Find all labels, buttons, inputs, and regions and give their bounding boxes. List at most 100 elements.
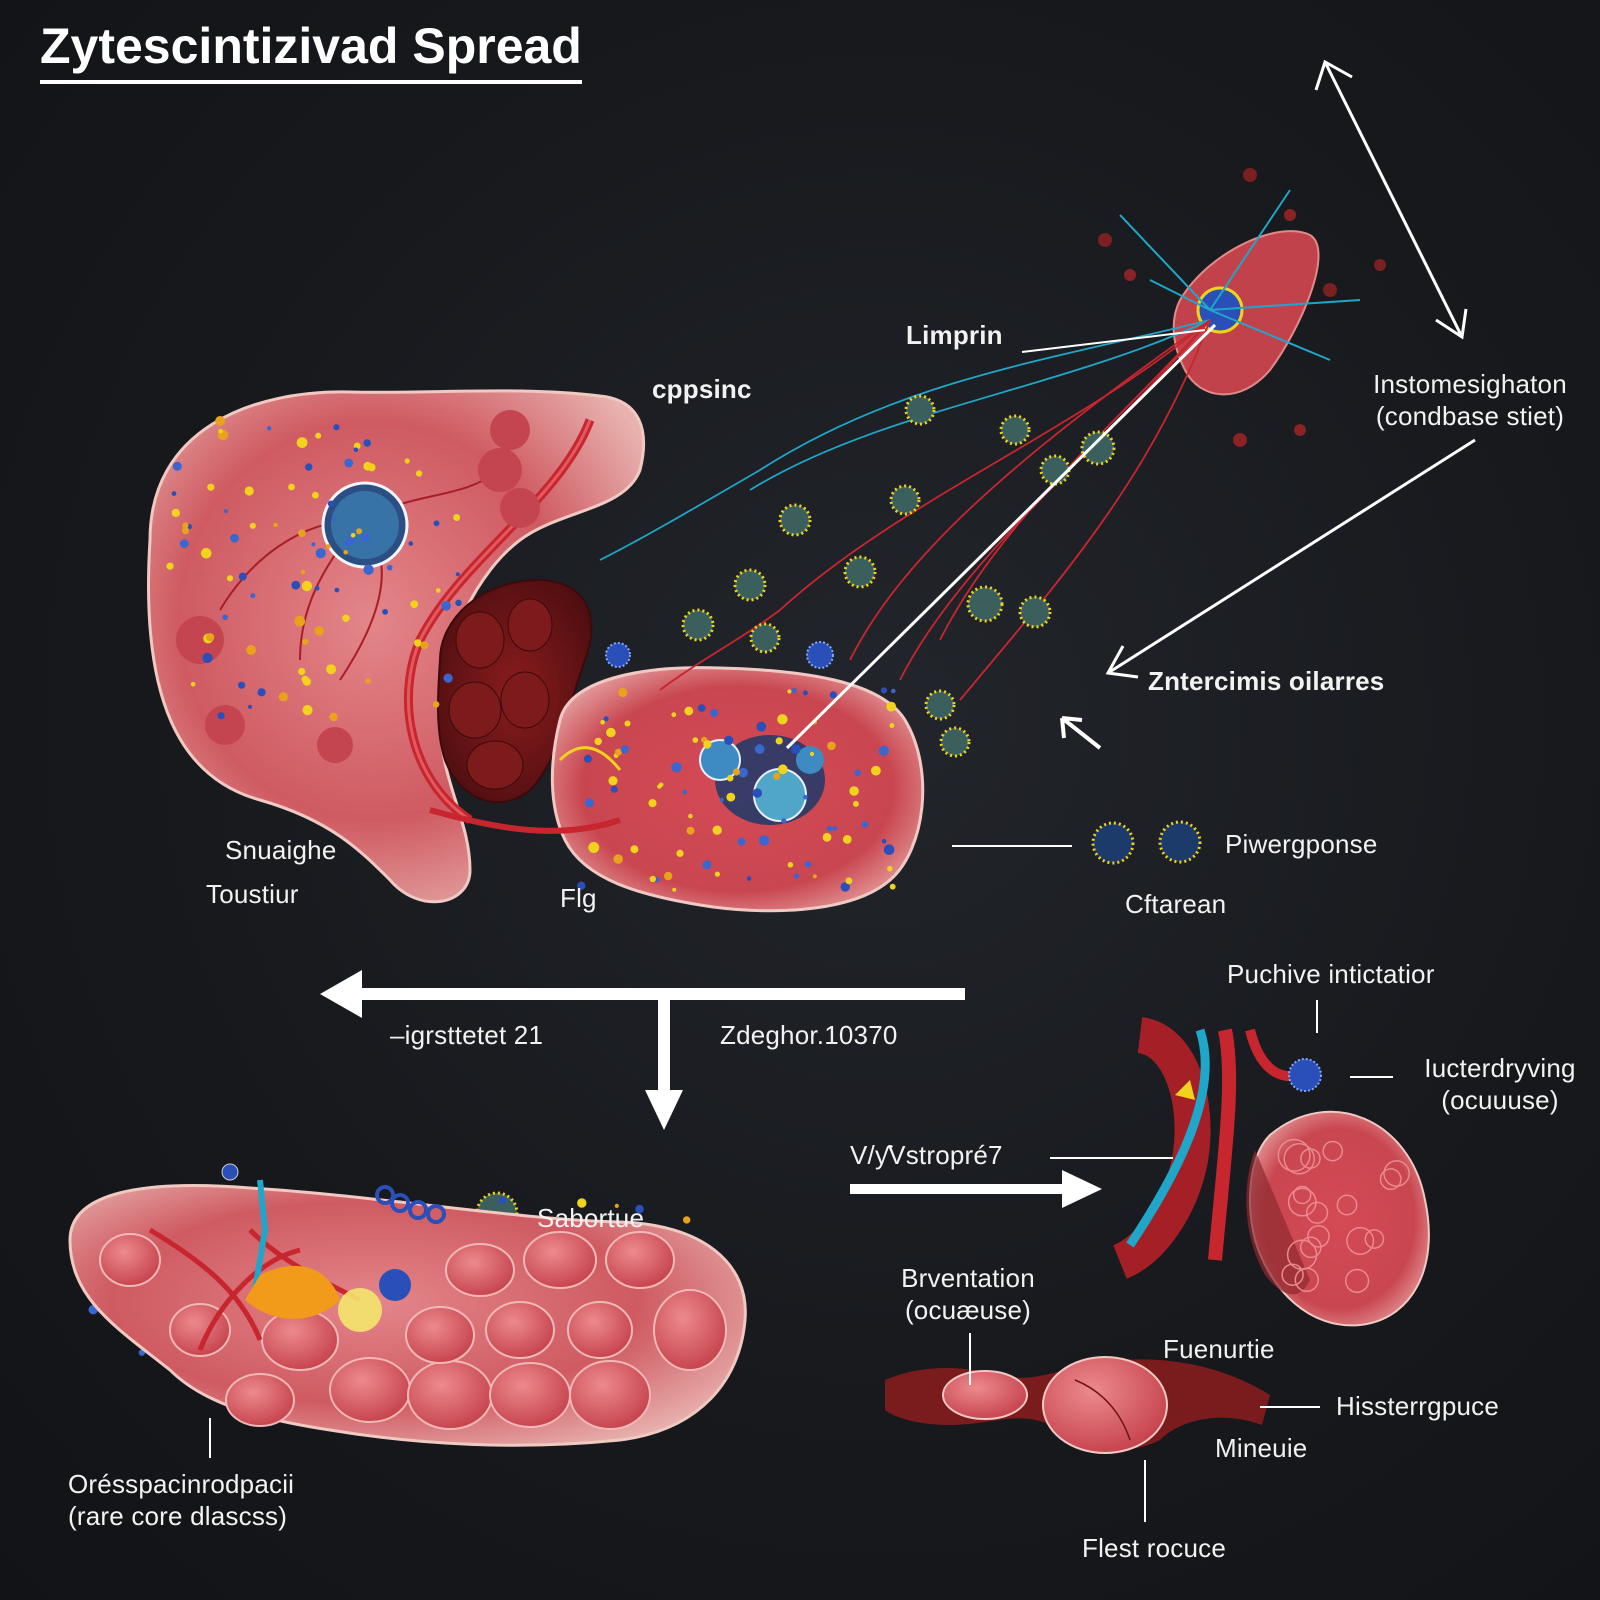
speckle-dot — [171, 508, 180, 518]
speckle-dot — [773, 772, 781, 780]
kidney-cell — [1322, 1140, 1344, 1162]
speckle-dot — [692, 737, 699, 743]
speckle-dot — [790, 744, 801, 754]
lobule — [261, 1309, 339, 1371]
arrows — [1060, 59, 1476, 750]
speckle-dot — [794, 873, 800, 879]
speckle-dot — [726, 774, 734, 782]
speckle-dot — [854, 769, 861, 777]
label-cftarean: Cftarean — [1125, 889, 1227, 919]
speckle-dot — [250, 593, 256, 599]
speckle-dot — [410, 600, 419, 609]
speckle-dot — [671, 762, 682, 773]
kidney-cell — [1305, 1201, 1329, 1224]
label-flg: Flg — [560, 883, 597, 913]
speckle-dot — [664, 871, 673, 881]
speckle-dot — [606, 727, 616, 738]
speckle-dot — [455, 572, 460, 577]
leader-lines — [209, 323, 1393, 1522]
speckle-dot — [267, 426, 272, 431]
speckle-dot — [326, 544, 331, 549]
speckle-dot — [889, 723, 895, 728]
speckle-dot — [697, 704, 706, 712]
vessel-kidney — [1112, 1017, 1430, 1327]
speckle-dot — [583, 754, 592, 763]
kidney-cell — [1336, 1194, 1358, 1216]
speckle-dot — [363, 461, 373, 471]
speckle-dot — [305, 463, 313, 471]
spread-streams — [599, 319, 1211, 701]
speckle-dot — [327, 500, 335, 507]
speckle-dot — [291, 580, 301, 590]
speckle-dot — [344, 458, 354, 468]
speckle-dot — [845, 877, 853, 885]
speckle-dot — [614, 748, 622, 756]
speckle-dot — [301, 580, 313, 592]
speckle-dot — [802, 690, 808, 696]
speckle-dot — [202, 652, 213, 664]
speckle-dot — [849, 786, 859, 796]
thick-arrows — [320, 970, 1102, 1208]
speckle-dot — [657, 784, 662, 789]
speckle-dot — [356, 528, 363, 535]
speckle-dot — [435, 588, 441, 593]
speckle-dot — [315, 548, 326, 559]
speckle-dot — [577, 1198, 587, 1208]
speckle-dot — [752, 788, 762, 798]
speckle-dot — [288, 483, 295, 491]
speckle-dot — [206, 633, 215, 642]
speckle-dot — [246, 645, 257, 655]
lobule — [99, 1233, 161, 1287]
speckle-dot — [803, 794, 808, 800]
speckle-dot — [298, 667, 306, 676]
bottom-vessel — [885, 1356, 1270, 1454]
speckle-dot — [827, 741, 836, 751]
label-snuaighe: Snuaighe — [225, 835, 337, 865]
lobule — [567, 1301, 633, 1359]
label-cppsinc: cppsinc — [652, 374, 752, 404]
diagonal-arrow-head — [1105, 645, 1139, 679]
speckle-dot — [302, 638, 309, 645]
label-iucterdryving-line1: Iucterdryving — [1424, 1053, 1576, 1083]
speckle-dot — [455, 599, 462, 606]
speckle-dot — [683, 1216, 691, 1224]
central-organ — [429, 666, 925, 913]
speckle-dot — [404, 458, 410, 464]
kidney-cell — [1277, 1138, 1311, 1172]
kidney-cell — [1383, 1160, 1410, 1187]
kidney-cell — [1379, 1168, 1402, 1191]
speckle-dot — [172, 461, 182, 471]
lobule — [489, 1362, 571, 1428]
label-limprin: Limprin — [906, 320, 1003, 350]
dark-lobe — [436, 578, 593, 804]
kidney-cell — [1364, 1229, 1385, 1249]
label-instomesighaton-line2: (condbase stiet) — [1375, 401, 1565, 431]
speckle-dot — [600, 720, 605, 725]
kidney-cell — [1281, 1263, 1304, 1286]
speckle-dot — [861, 821, 869, 828]
speckle-dot — [852, 800, 859, 807]
speckle-dot — [613, 854, 623, 864]
speckle-dot — [719, 797, 724, 803]
speckle-dot — [887, 865, 893, 872]
lobule — [445, 1243, 515, 1297]
speckle-dot — [840, 882, 850, 892]
lobule — [485, 1301, 555, 1359]
speckle-dot — [363, 439, 371, 447]
label-brventation: Brventation (ocuæuse) — [868, 1262, 1068, 1326]
double-arrow-shaft — [1323, 61, 1464, 338]
speckle-dot — [273, 522, 278, 528]
speckle-dot — [672, 887, 677, 892]
speckle-dot — [312, 491, 319, 499]
speckle-dot — [676, 849, 684, 858]
speckle-dot — [620, 745, 630, 754]
speckle-dot — [594, 737, 602, 746]
kidney-cell — [1283, 1143, 1315, 1175]
speckle-dot — [314, 585, 320, 591]
speckle-dot — [218, 428, 223, 434]
speckle-dot — [433, 520, 440, 527]
speckle-dot — [686, 826, 695, 835]
speckle-dot — [346, 535, 356, 546]
